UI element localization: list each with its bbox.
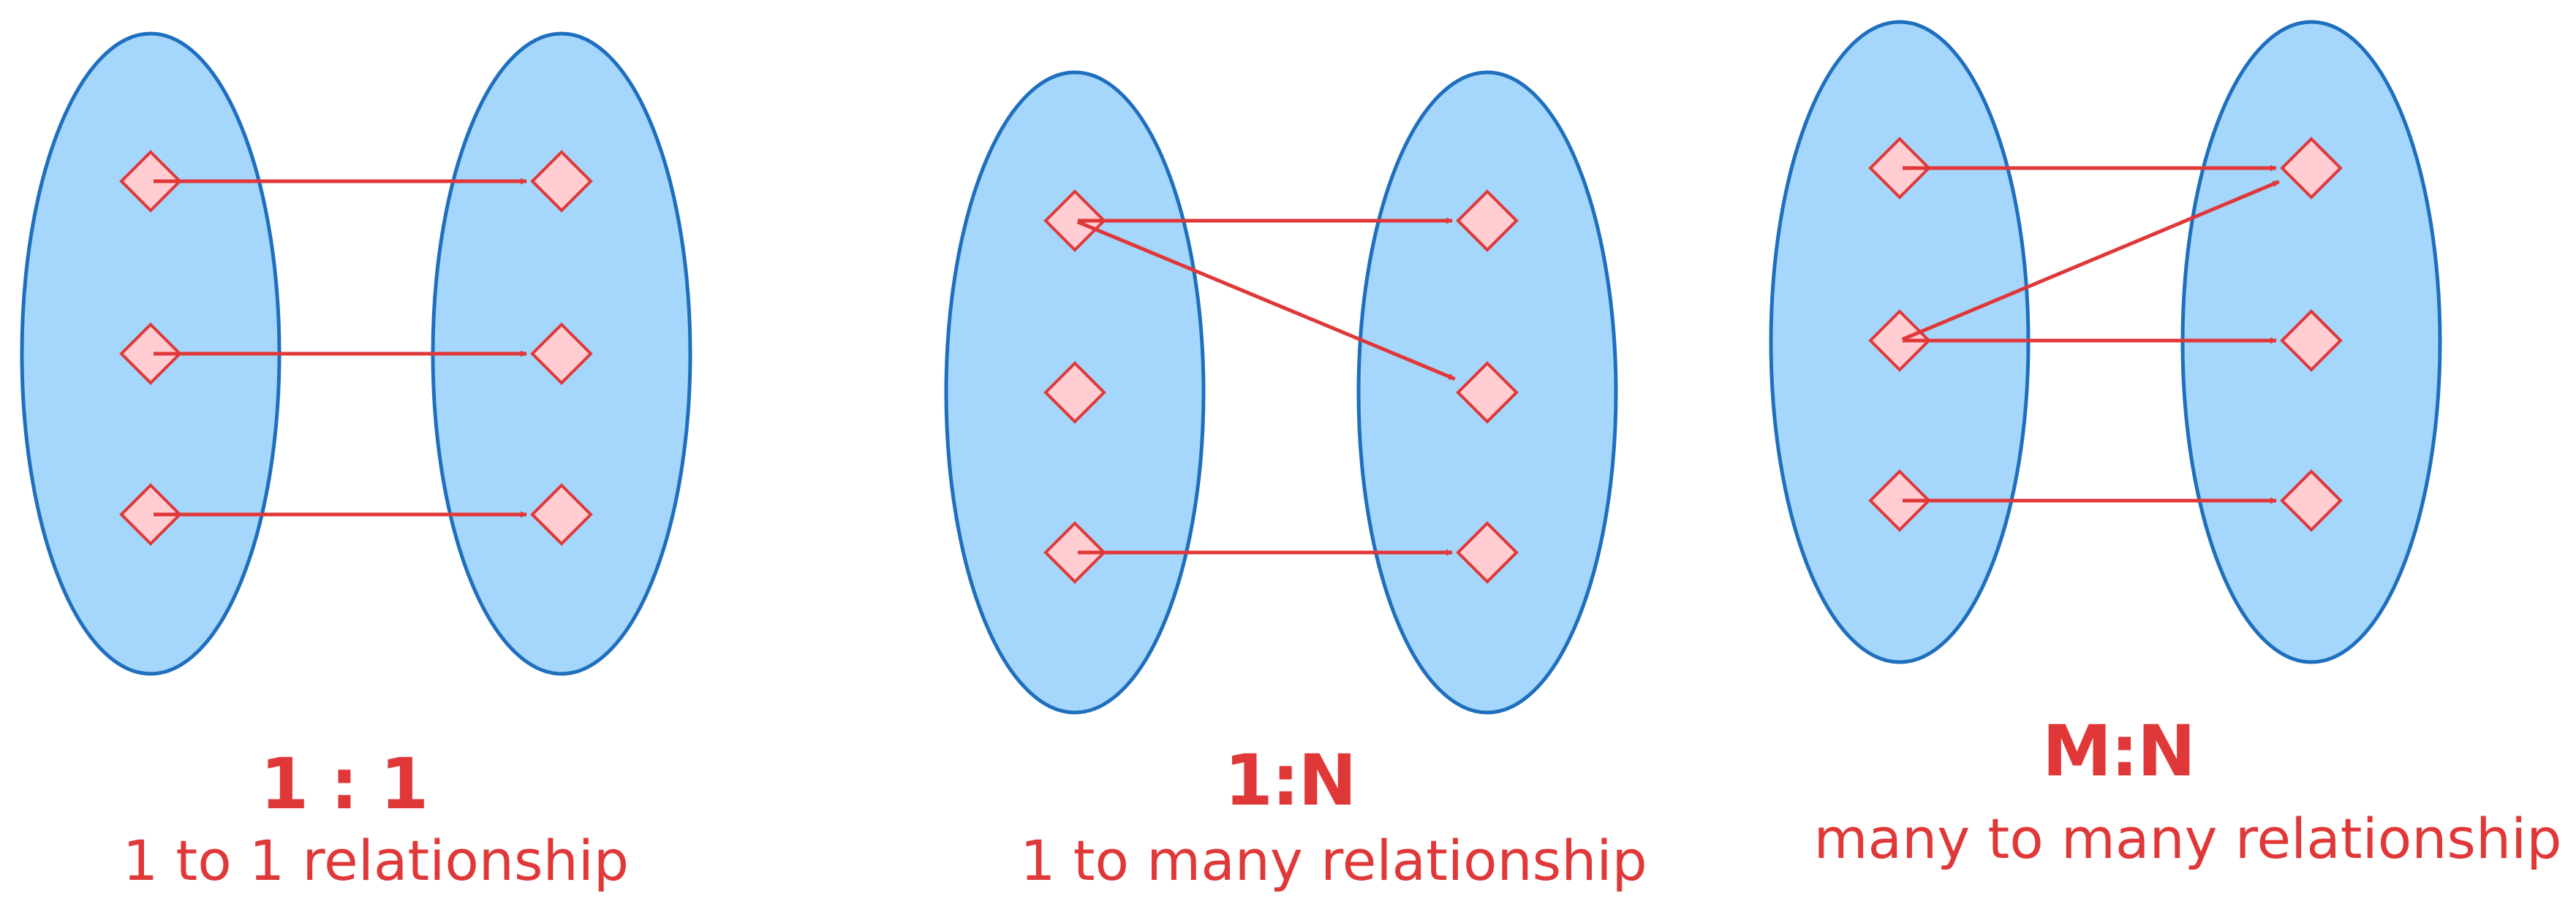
right-set-element: [2280, 137, 2343, 200]
caption-m-to-n: many to many relationship: [1813, 806, 2562, 871]
mapping-arrow: [1901, 180, 2280, 341]
right-set-element: [530, 483, 593, 546]
right-set-element: [2280, 309, 2343, 372]
right-set-element: [530, 322, 593, 385]
left-set-element: [119, 150, 182, 213]
left-set-element: [1043, 189, 1106, 252]
mapping-arrow: [1076, 220, 1456, 381]
right-set-element: [530, 150, 593, 213]
panel-2: [944, 70, 1618, 715]
caption-1-to-1: 1 to 1 relationship: [122, 828, 630, 893]
ratio-label-m-to-n: M:N: [2041, 710, 2196, 792]
left-set-element: [1043, 521, 1106, 584]
panel-3: [1769, 20, 2442, 664]
left-set-element: [1868, 137, 1931, 200]
caption-1-to-n: 1 to many relationship: [1020, 828, 1647, 893]
left-set-element: [1868, 469, 1931, 532]
left-set-element: [1043, 361, 1106, 424]
right-set-element: [1456, 189, 1519, 252]
right-set-element: [1456, 361, 1519, 424]
left-set-element: [119, 483, 182, 546]
panels-layer: [20, 20, 2442, 715]
left-set-element: [119, 322, 182, 385]
panel-1: [20, 31, 692, 676]
right-set-element: [1456, 521, 1519, 584]
ratio-label-1-to-1: 1 : 1: [260, 743, 429, 825]
ratio-label-1-to-n: 1:N: [1224, 740, 1357, 821]
right-set-element: [2280, 469, 2343, 532]
